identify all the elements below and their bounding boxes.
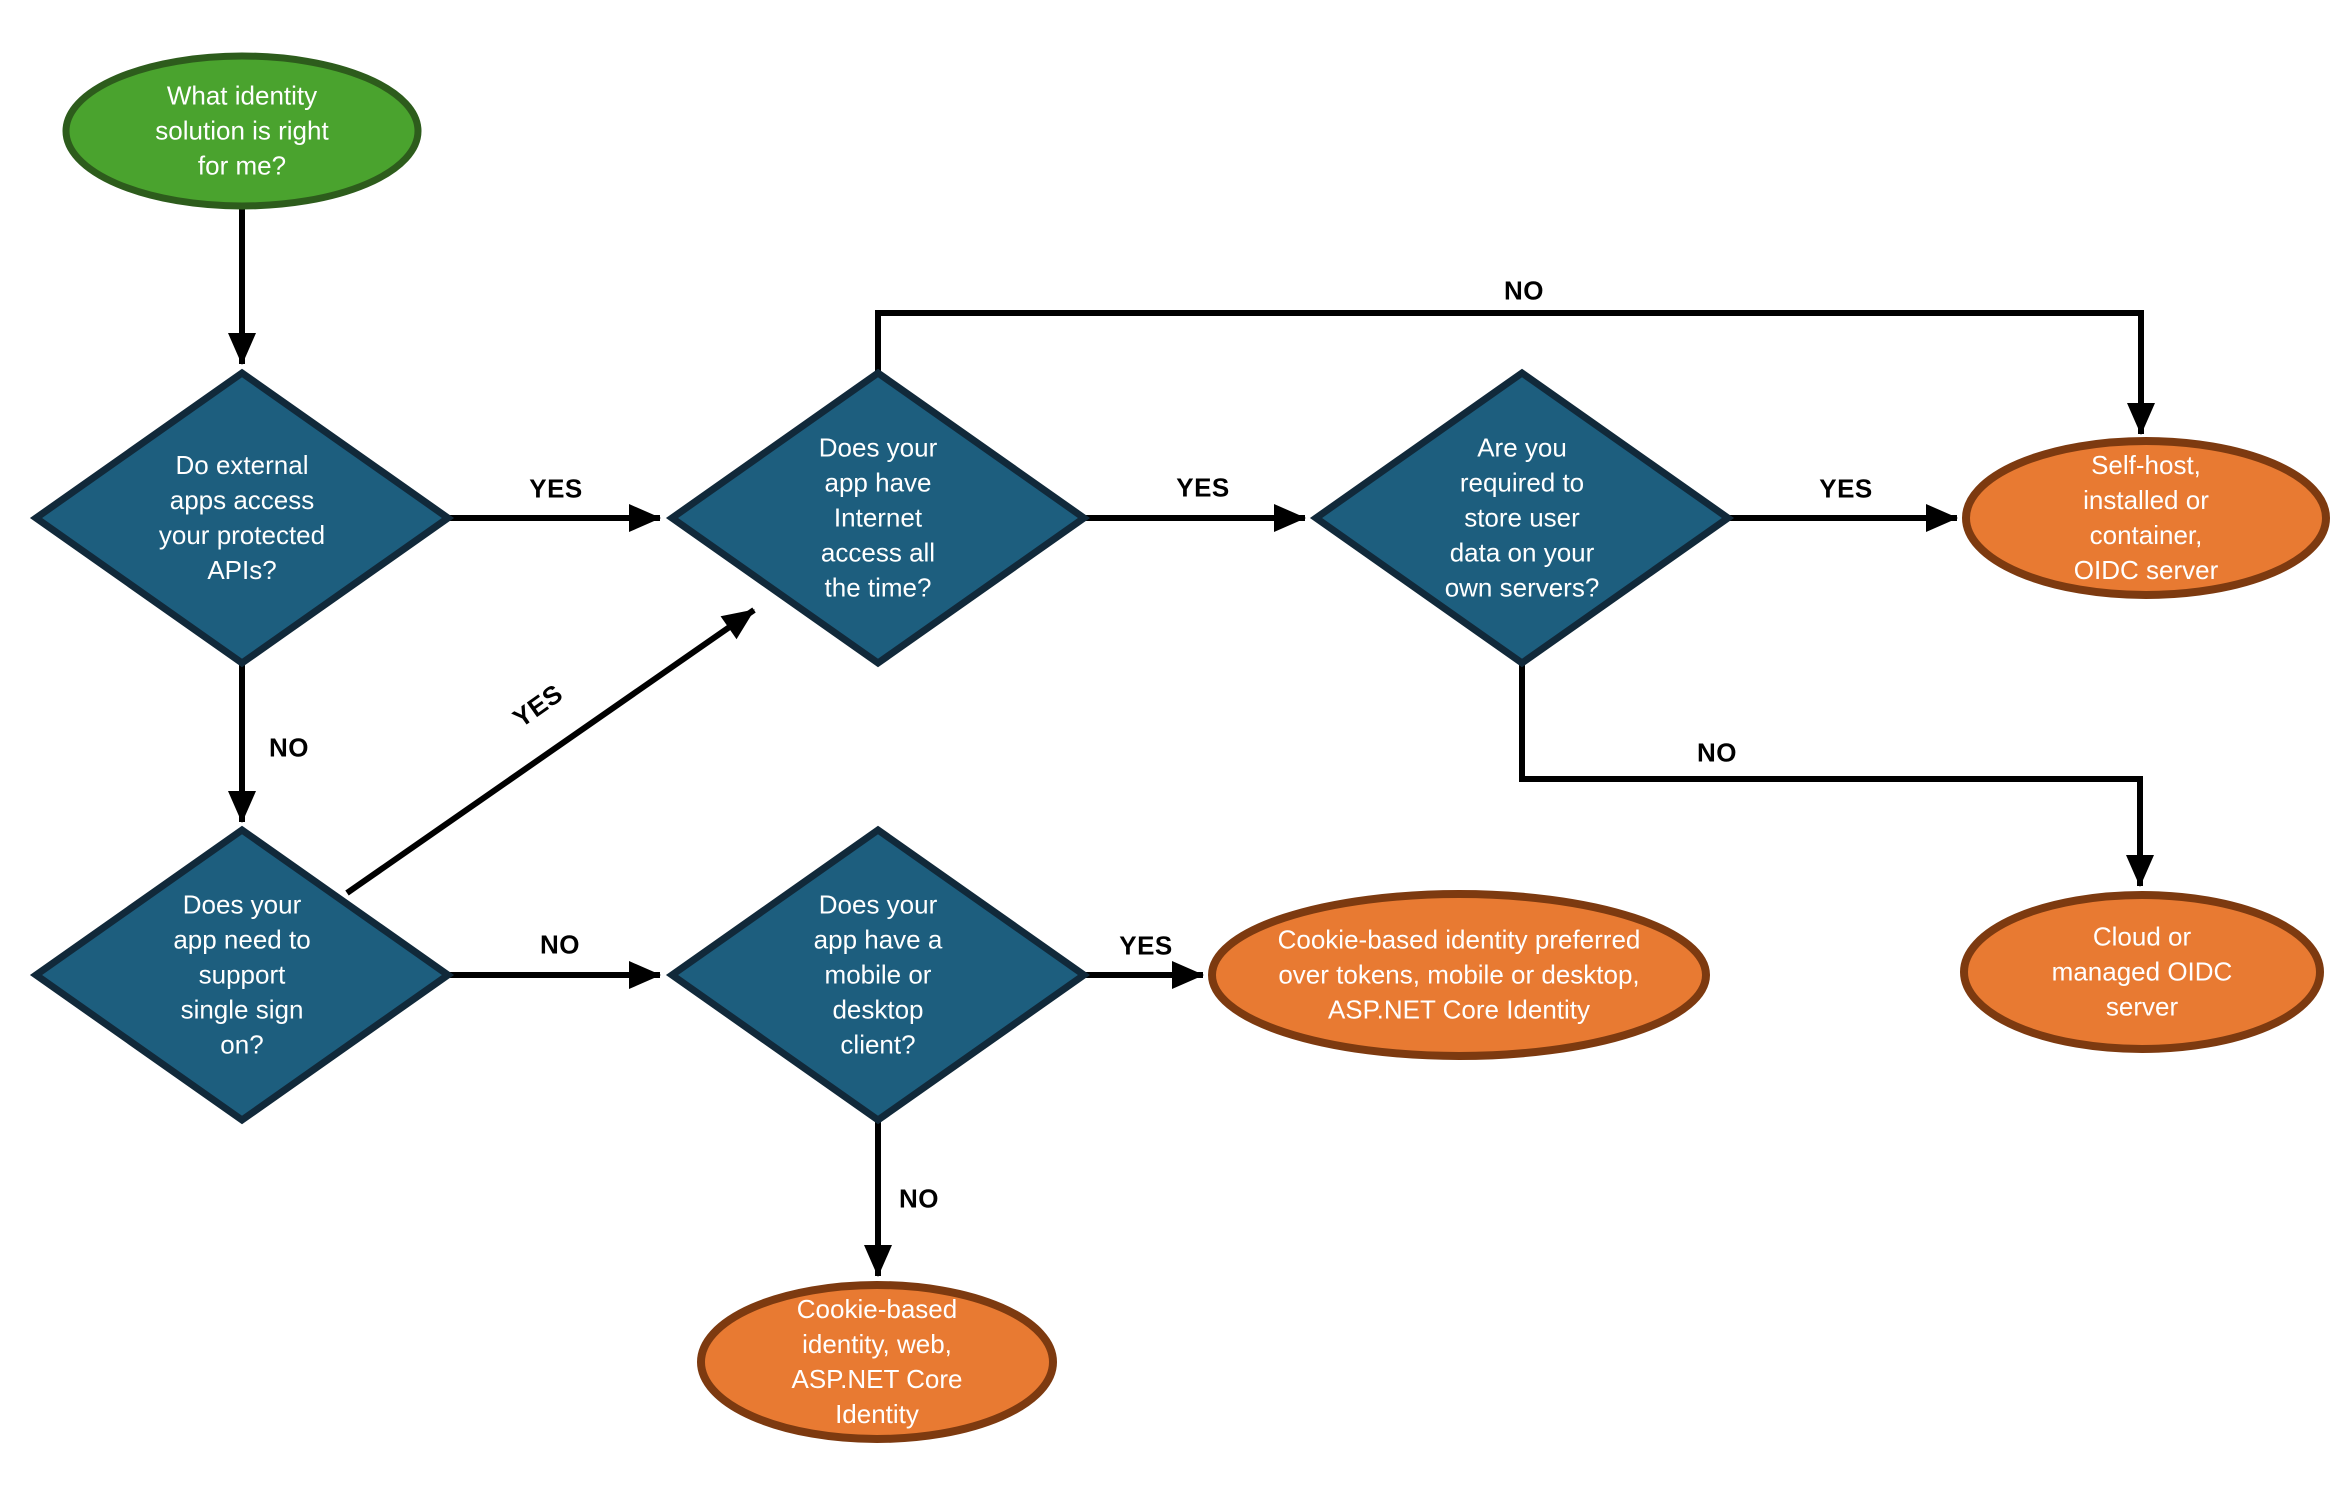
question-mobile-desktop-shape <box>665 825 1091 1125</box>
connector-internet-no-to-self-host <box>875 310 2155 435</box>
connector-sso-yes-to-internet <box>345 607 756 896</box>
result-cookie-web-shape <box>697 1281 1057 1443</box>
start-node-shape <box>62 52 422 210</box>
result-cloud-shape <box>1960 891 2324 1053</box>
question-sso-shape <box>29 825 455 1125</box>
question-store-user-data-shape <box>1309 368 1735 668</box>
result-self-host-shape <box>1962 437 2330 599</box>
question-internet-shape <box>665 368 1091 668</box>
connector-store-user-data-no-to-cloud <box>1519 663 2154 887</box>
result-cookie-mobile-shape <box>1208 890 1710 1060</box>
question-external-apis-shape <box>29 368 455 668</box>
